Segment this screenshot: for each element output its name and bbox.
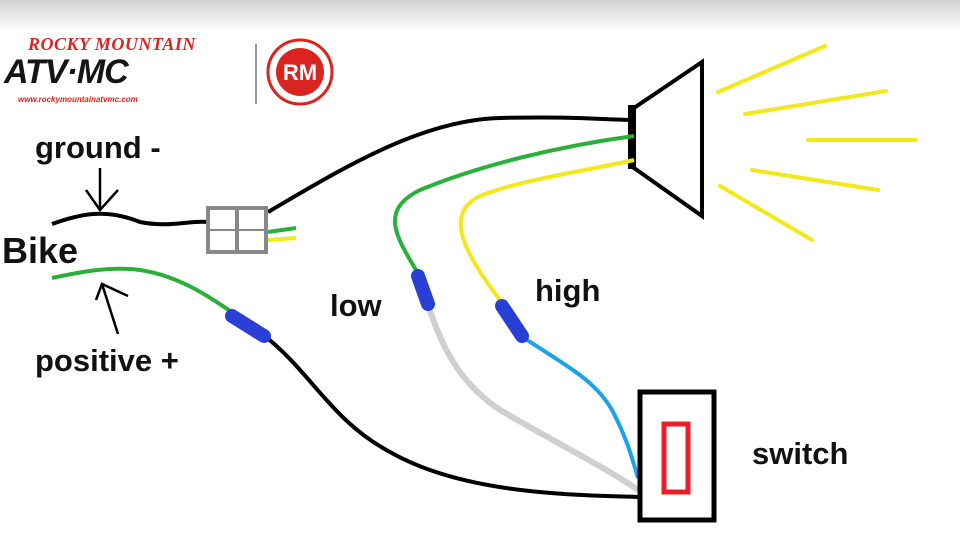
low-label: low [330,288,382,323]
connector-tail-green [267,226,297,234]
switch-icon [637,389,717,523]
top-shade [0,0,960,32]
horn-icon [628,58,704,220]
light-ray [743,89,888,116]
logo-badge-text: RM [283,60,317,85]
positive-arrow [94,282,129,335]
switch-rocker [661,421,691,495]
ground-wire-bike [51,211,209,227]
ground-wire-to-horn [266,115,635,214]
positive-wire-bike [51,266,242,320]
logo-url: www.rockymountainatvmc.com [18,95,138,104]
light-rays [716,44,918,242]
logo-divider [255,44,257,104]
splice-high [495,299,529,343]
splice-positive [225,309,271,343]
connector-icon [206,206,268,254]
splice-low [411,269,435,311]
horn-bell [632,58,704,220]
logo-atvmc: ATV·MC [4,53,129,91]
ground-arrow [84,168,119,213]
splices [225,269,529,343]
positive-wire-to-switch [260,332,641,499]
high-return-wire [522,336,640,479]
light-ray [716,44,827,94]
ground-label: ground - [35,130,161,165]
switch-label: switch [752,436,849,471]
logo-brand-line: ROCKY MOUNTAIN [28,34,196,54]
high-wire [458,158,635,302]
light-ray [750,168,880,192]
light-ray [718,184,814,242]
logo-badge-icon: RM [266,38,334,106]
low-wire [392,134,635,272]
connector-tail-yellow [267,236,297,242]
bike-label: Bike [2,230,79,271]
high-label: high [535,273,601,308]
low-return-wire [425,304,640,493]
positive-label: positive + [35,343,179,378]
